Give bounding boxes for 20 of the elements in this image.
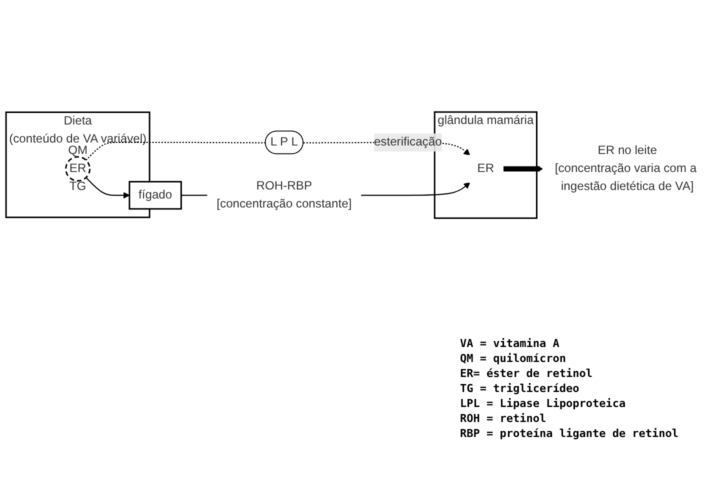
node-label: QM xyxy=(68,144,88,157)
node-text: ER no leite [concentração varia com a ingestão dietética de VA] xyxy=(554,144,697,193)
abbreviation-note: ROH = retinol xyxy=(460,412,548,425)
abbreviation-note: TG = triglicerídeo xyxy=(460,382,580,395)
abbreviation-note: ER= éster de retinol xyxy=(460,367,594,380)
node-text: ER xyxy=(477,162,494,175)
arrow xyxy=(502,165,544,172)
connector xyxy=(86,142,266,160)
arrow xyxy=(360,182,470,196)
node-label: TG xyxy=(69,180,86,193)
edge-label: esterificação xyxy=(374,136,442,148)
abbreviation-note: VA = vitamina A xyxy=(460,337,560,350)
node-circle: ER xyxy=(65,156,91,182)
abbreviation-note: RBP = proteína ligante de retinol xyxy=(460,427,680,440)
arrow xyxy=(86,177,130,199)
node-text: ROH-RBP [concentração constante] xyxy=(216,179,352,210)
node-box: fígado xyxy=(128,180,182,210)
connector xyxy=(181,194,208,196)
abbreviation-note: LPL = Lipase Lipoproteica xyxy=(460,397,627,410)
abbreviation-note: QM = quilomícron xyxy=(460,352,567,365)
